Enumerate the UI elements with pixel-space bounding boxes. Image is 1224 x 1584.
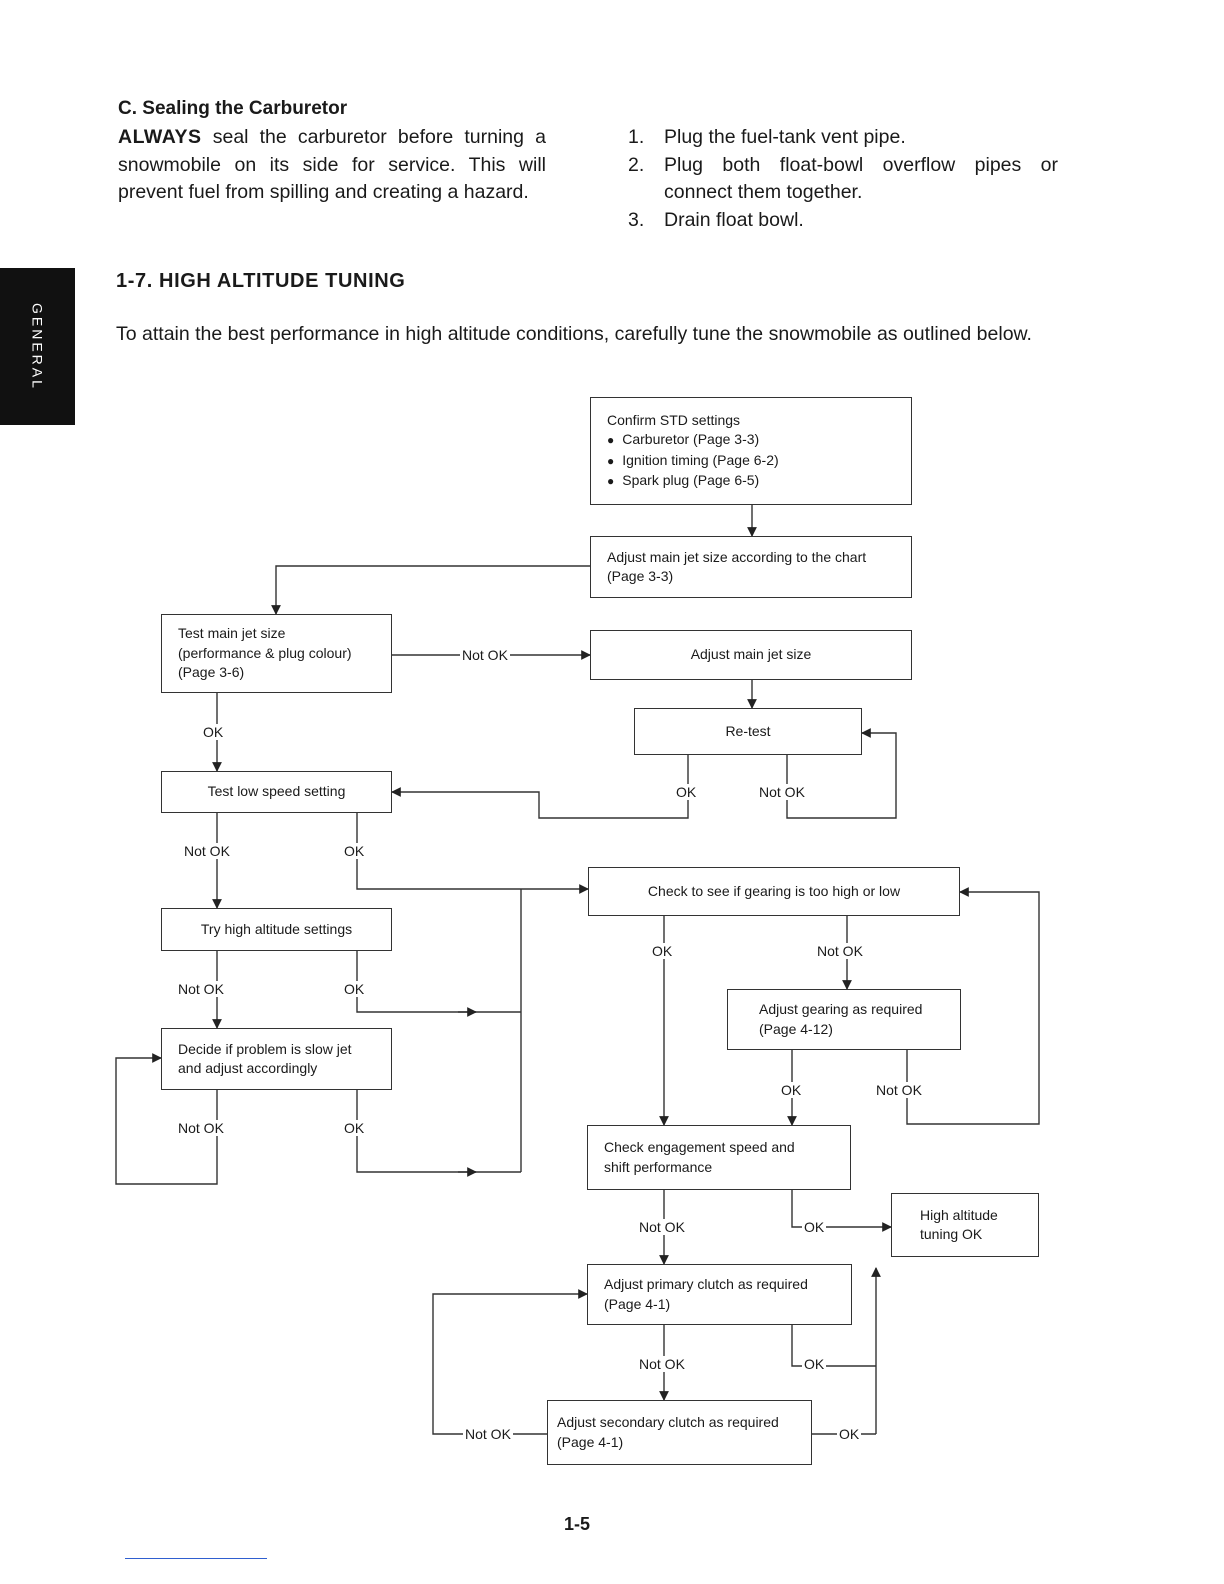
step-item: 1. Plug the fuel-tank vent pipe. [628, 124, 1058, 152]
box-line: (Page 4-12) [759, 1020, 833, 1037]
label-ok: OK [201, 724, 226, 740]
box-line: High altitude [920, 1206, 998, 1223]
box-line: Test low speed setting [207, 783, 346, 800]
page-number: 1-5 [563, 1514, 590, 1534]
adjust-primary-clutch-box: Adjust primary clutch as required (Page … [587, 1264, 852, 1325]
section-17-intro: To attain the best performance in high a… [116, 323, 1032, 345]
step-item: 2. Plug both float-bowl overflow pipes or… [628, 152, 1058, 207]
label-not-ok: Not OK [463, 1426, 513, 1442]
test-main-jet-box: Test main jet size (performance & plug c… [161, 614, 392, 693]
box-line: Adjust main jet size according to the ch… [607, 548, 867, 565]
connector-line [356, 813, 589, 894]
always-emphasis: ALWAYS [118, 126, 202, 148]
box-line: Check engagement speed and [604, 1139, 795, 1155]
box-line: Adjust primary clutch as required [604, 1276, 808, 1292]
label-not-ok: Not OK [176, 981, 226, 997]
confirm-item: Ignition timing (Page 6-2) [607, 451, 895, 472]
adjust-main-jet-box: Adjust main jet size [590, 630, 912, 680]
label-ok: OK [802, 1219, 827, 1235]
label-ok: OK [342, 843, 367, 859]
label-ok: OK [779, 1082, 804, 1098]
connector-line [391, 755, 689, 819]
box-line: Adjust main jet size [690, 646, 812, 663]
step-item: 3. Drain float bowl. [628, 207, 1058, 235]
label-not-ok: Not OK [637, 1356, 687, 1372]
step-text: Plug both float-bowl overflow pipes or c… [664, 153, 1058, 204]
adjust-gearing-box: Adjust gearing as required (Page 4-12) [727, 989, 961, 1050]
box-line: Decide if problem is slow jet [178, 1040, 352, 1057]
box-line: (Page 4-1) [557, 1433, 624, 1450]
label-not-ok: Not OK [176, 1120, 226, 1136]
label-ok: OK [802, 1356, 827, 1372]
box-line: Adjust gearing as required [759, 1001, 923, 1017]
check-gearing-box: Check to see if gearing is too high or l… [588, 867, 960, 916]
test-low-speed-box: Test low speed setting [161, 771, 392, 813]
confirm-title: Confirm STD settings [607, 411, 741, 428]
connector-line [271, 565, 590, 615]
connector-line [356, 1090, 521, 1173]
sealing-steps-list: 1. Plug the fuel-tank vent pipe. 2. Plug b… [628, 124, 1058, 234]
step-text: Plug the fuel-tank vent pipe. [664, 126, 906, 148]
label-not-ok: Not OK [874, 1082, 924, 1098]
section-c-body: seal the carburetor before turning a sno… [118, 126, 546, 203]
box-line: (Page 3-6) [178, 664, 245, 681]
confirm-item: Carburetor (Page 3-3) [607, 430, 895, 451]
label-ok: OK [837, 1426, 862, 1442]
footer-divider [125, 1558, 267, 1559]
confirm-item: Spark plug (Page 6-5) [607, 471, 895, 492]
box-line: shift performance [604, 1158, 713, 1175]
step-number: 3. [628, 208, 645, 231]
label-not-ok: Not OK [460, 647, 510, 663]
section-c-paragraph: ALWAYS seal the carburetor before turnin… [118, 124, 546, 207]
section-c-heading: C. Sealing the Carburetor [118, 98, 348, 119]
box-line: and adjust accordingly [178, 1060, 318, 1076]
label-not-ok: Not OK [815, 943, 865, 959]
high-altitude-ok-box: High altitude tuning OK [891, 1193, 1039, 1257]
box-line: Adjust secondary clutch as required [557, 1414, 779, 1430]
adjust-secondary-clutch-box: Adjust secondary clutch as required (Pag… [547, 1400, 812, 1465]
label-not-ok: Not OK [182, 843, 232, 859]
step-number: 1. [628, 126, 645, 148]
connector-line [115, 1053, 218, 1185]
box-line: (Page 4-1) [604, 1295, 671, 1312]
connector-line [791, 1190, 892, 1232]
step-number: 2. [628, 153, 645, 176]
label-not-ok: Not OK [637, 1219, 687, 1235]
confirm-std-settings-box: Confirm STD settings Carburetor (Page 3-… [590, 397, 912, 505]
label-ok: OK [650, 943, 675, 959]
connector-line [906, 887, 1040, 1125]
label-ok: OK [674, 784, 699, 800]
chapter-side-tab: GENERAL [0, 268, 75, 425]
connector-line [791, 1325, 876, 1367]
label-ok: OK [342, 981, 367, 997]
box-line: Check to see if gearing is too high or l… [647, 882, 901, 899]
try-high-altitude-box: Try high altitude settings [161, 908, 392, 951]
box-line: tuning OK [920, 1226, 983, 1242]
label-ok: OK [342, 1120, 367, 1136]
side-tab-label: GENERAL [29, 302, 46, 391]
step-text: Drain float bowl. [664, 208, 804, 231]
box-line: Re-test [725, 722, 771, 739]
box-line: Test main jet size [178, 625, 286, 642]
connector-line [356, 951, 521, 1013]
decide-slow-jet-box: Decide if problem is slow jet and adjust… [161, 1028, 392, 1090]
section-17-heading: 1-7. HIGH ALTITUDE TUNING [116, 270, 406, 292]
label-not-ok: Not OK [757, 784, 807, 800]
box-line: (performance & plug colour) [178, 644, 352, 661]
check-engagement-box: Check engagement speed and shift perform… [587, 1125, 851, 1190]
box-line: (Page 3-3) [607, 568, 674, 584]
adjust-main-jet-chart-box: Adjust main jet size according to the ch… [590, 536, 912, 598]
retest-box: Re-test [634, 708, 862, 755]
box-line: Try high altitude settings [200, 920, 353, 937]
confirm-items: Carburetor (Page 3-3) Ignition timing (P… [607, 430, 895, 492]
